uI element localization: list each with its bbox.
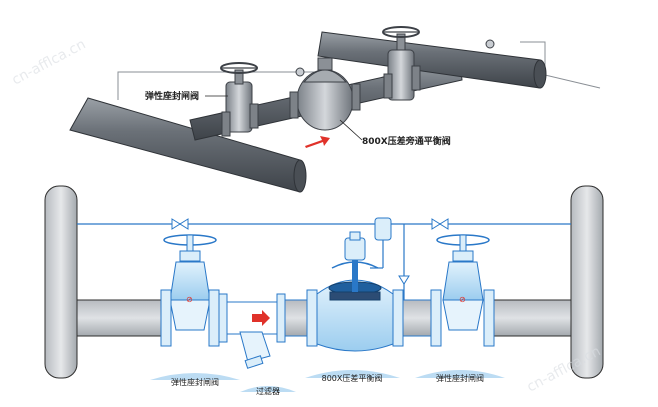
connector-pipe-right <box>402 299 432 337</box>
vertical-pipe-right <box>570 185 604 379</box>
label-gate-valve-left: 弹性座封闸阀 <box>171 377 219 387</box>
pipe-end-front <box>293 159 307 193</box>
bypass-line-right <box>520 41 601 89</box>
sensing-valve-mid <box>398 275 410 285</box>
center-valve-label: 800X压差旁通平衡阀 <box>362 135 451 147</box>
pressure-valve-3d-center <box>289 57 361 131</box>
gate-valve-3d-left <box>220 62 259 137</box>
label-banner-2: 过滤器 <box>240 386 296 396</box>
label-banner-1: 弹性座封闸阀 <box>150 373 240 387</box>
horizontal-pipe-right <box>493 299 572 337</box>
gate-valve-left: ⊘ <box>160 234 220 347</box>
flow-arrow-red <box>305 136 330 148</box>
label-gate-valve-right: 弹性座封闸阀 <box>436 373 484 383</box>
pilot-valve <box>370 217 392 269</box>
top-illustration: 弹性座封闸阀 800X压差旁通平衡阀 <box>69 26 601 193</box>
watermark-top: cn-afflca.cn <box>9 36 88 88</box>
left-valve-label: 弹性座封闸阀 <box>145 90 199 102</box>
gate-valve-3d-right <box>382 26 421 101</box>
label-strainer: 过滤器 <box>256 386 280 396</box>
bypass-valve-left <box>295 67 305 77</box>
center-label-leader <box>339 119 363 141</box>
horizontal-pipe-left <box>76 299 162 337</box>
bottom-schematic: ⊘ <box>44 185 604 396</box>
gate-valve-right: ⊘ <box>430 234 495 347</box>
label-banner-3: 800X压差平衡阀 <box>305 370 400 383</box>
y-strainer <box>218 293 286 369</box>
pipe-end-rear <box>533 59 547 89</box>
sensing-valve-left <box>171 218 181 230</box>
label-banner-4: 弹性座封闸阀 <box>415 370 505 383</box>
vertical-pipe-left <box>44 185 78 379</box>
svg-text:⊘: ⊘ <box>186 295 193 304</box>
connector-pipe <box>284 299 308 337</box>
sensing-valve-right-b <box>439 218 449 230</box>
svg-text:⊘: ⊘ <box>459 295 466 304</box>
bypass-valve-right <box>485 39 495 49</box>
pressure-balance-valve <box>306 231 404 352</box>
sensing-valve-left-b <box>179 218 189 230</box>
label-pressure-valve: 800X压差平衡阀 <box>322 373 383 383</box>
sensing-valve-right <box>431 218 441 230</box>
